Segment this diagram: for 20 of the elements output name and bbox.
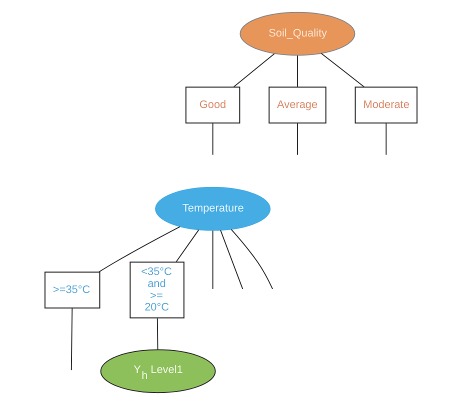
connector [156,318,158,350]
connector [212,122,214,156]
connector [176,229,200,262]
connector [320,52,365,88]
connector [98,226,180,272]
connector [230,228,274,290]
node-box: Moderate [354,86,418,124]
node-ellipse: Soil_Quality [240,12,356,56]
connector [220,230,244,290]
connector [70,308,73,371]
node-ellipse: Temperature [155,186,271,231]
connector [233,53,275,88]
node-box: <35°C and >= 20°C [130,262,184,318]
node-box: Good [185,86,240,124]
node-box: >=35°C [44,272,100,308]
connector [386,122,387,156]
node-box: Average [268,86,326,124]
connector [297,122,298,156]
connector [212,230,214,290]
connector [297,55,298,88]
